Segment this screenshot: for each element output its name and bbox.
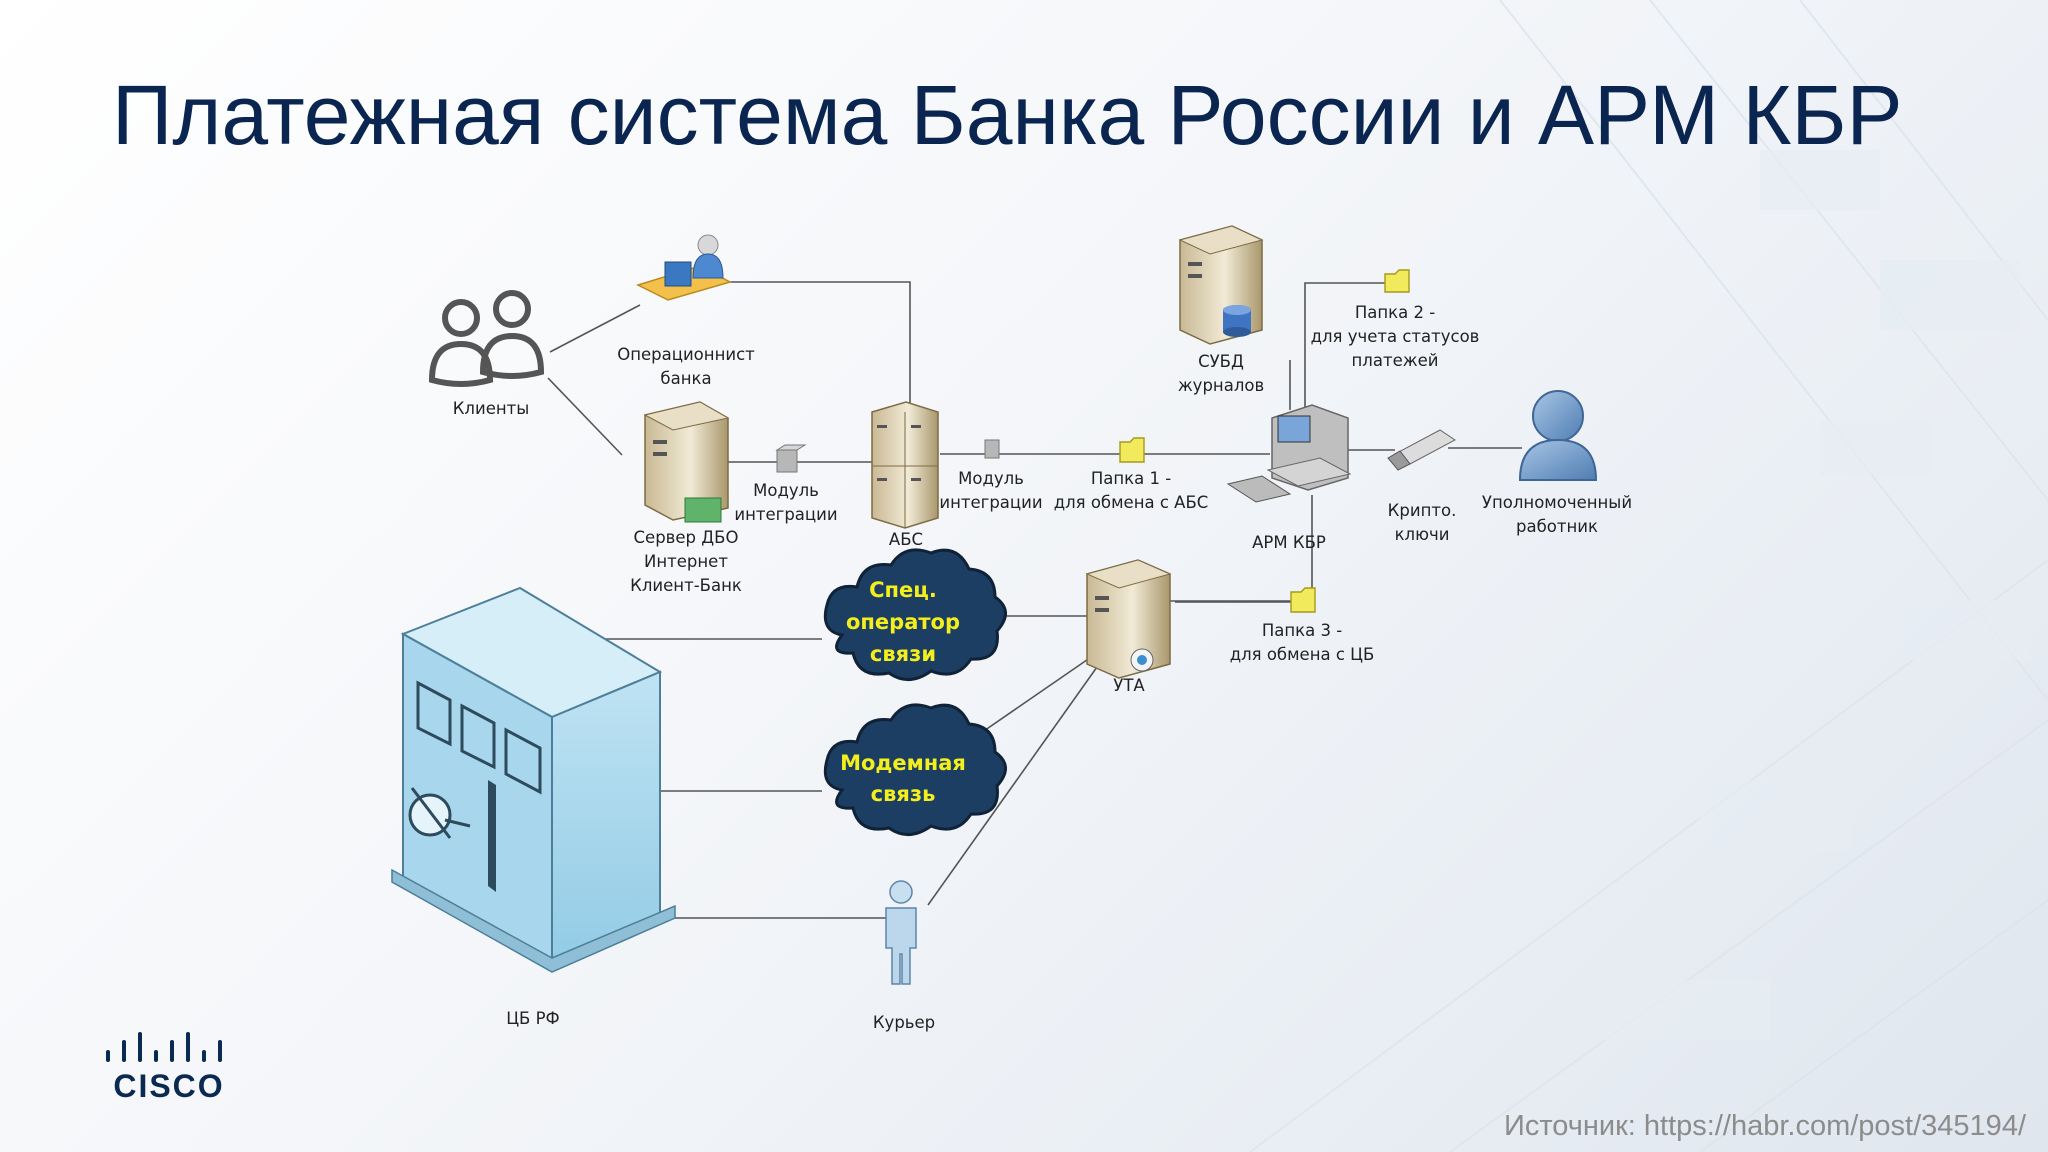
module1-label-line1: Модуль (753, 481, 819, 500)
dbo-label-line2: Интернет (644, 552, 728, 571)
subd-label-line2: журналов (1178, 376, 1264, 395)
folder2-label-line2: для учета статусов (1311, 327, 1480, 346)
module1-label-line2: интеграции (734, 505, 837, 524)
folder1-label-line2: для обмена с АБС (1054, 493, 1209, 512)
cbrf-label: ЦБ РФ (506, 1009, 560, 1028)
folder-1-icon (1119, 437, 1145, 463)
crypto-label-line2: ключи (1395, 525, 1450, 544)
spec-operator-label-line3: связи (870, 642, 936, 666)
operator-label-line2: банка (660, 369, 711, 388)
spec-operator-label-line2: оператор (846, 610, 960, 634)
dbo-server-icon (643, 401, 730, 523)
operator-label-line1: Операционнист (617, 345, 755, 364)
source-caption: Источник: https://habr.com/post/345194/ (1504, 1110, 2026, 1142)
abs-label: АБС (889, 530, 923, 549)
slide-title: Платежная система Банка России и АРМ КБР (112, 68, 1903, 162)
folder3-label-line1: Папка 3 - (1262, 621, 1342, 640)
modem-label-line1: Модемная (840, 751, 966, 775)
folder2-label-line1: Папка 2 - (1355, 303, 1435, 322)
integration-module-1-icon (775, 444, 807, 473)
operator-icon (635, 234, 732, 301)
folder-3-icon (1290, 587, 1316, 613)
cisco-logo-icon (106, 1032, 222, 1062)
uta-server-icon (1085, 559, 1172, 679)
worker-label-line2: работник (1516, 517, 1598, 536)
folder-2-icon (1384, 269, 1410, 293)
dbo-label-line1: Сервер ДБО (634, 528, 739, 547)
central-bank-building-icon (391, 586, 676, 973)
clients-label: Клиенты (453, 399, 530, 418)
clients-icon (428, 290, 545, 387)
modem-label-line2: связь (871, 782, 936, 806)
module2-label-line2: интеграции (939, 493, 1042, 512)
folder1-label-line1: Папка 1 - (1091, 469, 1171, 488)
module2-label-line1: Модуль (958, 469, 1024, 488)
crypto-label-line1: Крипто. (1388, 501, 1457, 520)
arm-kbr-label: АРМ КБР (1252, 533, 1326, 552)
uta-label: УТА (1113, 676, 1145, 695)
crypto-keys-icon (1387, 429, 1456, 471)
special-operator-cloud-icon (823, 548, 1007, 681)
arm-kbr-workstation-icon (1226, 404, 1352, 503)
spec-operator-label-line1: Спец. (869, 578, 937, 602)
abs-servers-icon (871, 401, 939, 529)
courier-label: Курьер (873, 1013, 935, 1032)
dbo-label-line3: Клиент-Банк (630, 576, 742, 595)
courier-icon (885, 880, 917, 985)
integration-module-2-icon (984, 439, 1000, 459)
cisco-logo-text: CISCO (113, 1068, 225, 1104)
worker-label-line1: Уполномоченный (1482, 493, 1632, 512)
authorized-worker-icon (1518, 390, 1598, 481)
modem-cloud-icon (823, 703, 1007, 836)
subd-label-line1: СУБД (1198, 352, 1244, 371)
subd-server-icon (1178, 225, 1264, 345)
folder3-label-line2: для обмена с ЦБ (1230, 645, 1375, 664)
folder2-label-line3: платежей (1352, 351, 1439, 370)
